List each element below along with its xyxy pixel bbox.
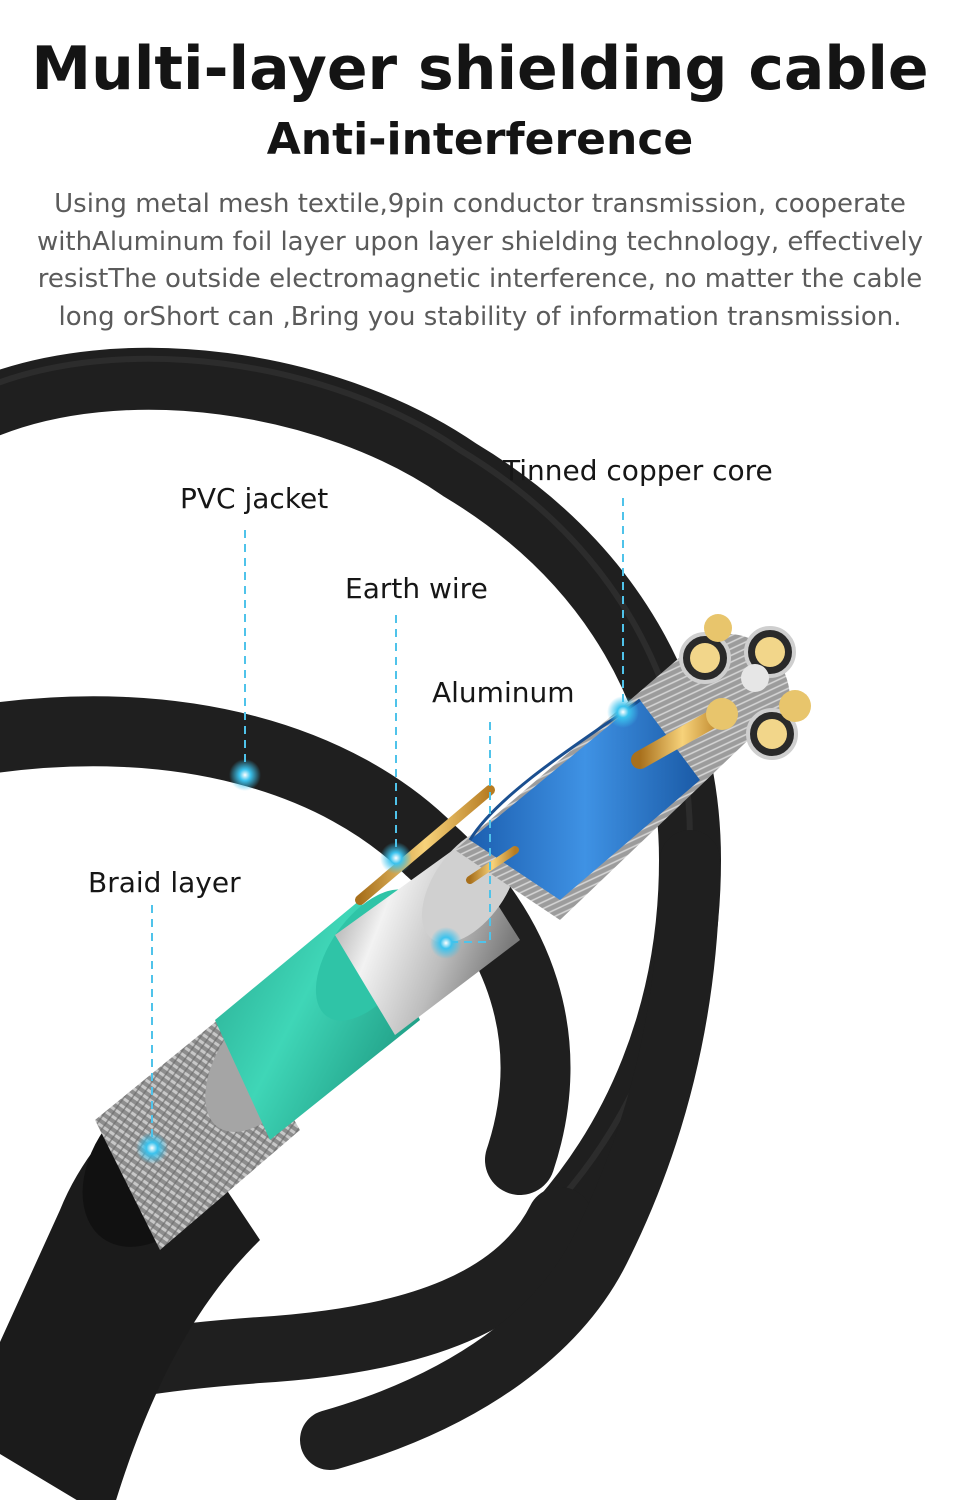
marker-dot (430, 927, 462, 959)
page-subtitle: Anti-interference (266, 114, 694, 165)
description-line: resistThe outside electromagnetic interf… (37, 264, 923, 294)
markers (136, 696, 639, 1164)
callout-braid-layer: Braid layer (88, 866, 241, 899)
marker-dot (380, 842, 412, 874)
description-line: Using metal mesh textile,9pin conductor … (54, 189, 906, 219)
callout-aluminum: Aluminum (432, 676, 575, 709)
marker-dot (229, 759, 261, 791)
callout-pvc-jacket: PVC jacket (180, 482, 329, 515)
marker-dot (607, 696, 639, 728)
callout-tinned-copper-core: Tinned copper core (503, 454, 773, 487)
earth-wire (355, 785, 519, 905)
description-line: withAluminum foil layer upon layer shiel… (36, 226, 924, 257)
tinned-copper-cores (631, 614, 811, 769)
marker-dot (136, 1132, 168, 1164)
callout-earth-wire: Earth wire (345, 572, 488, 605)
description: Using metal mesh textile,9pin conductor … (30, 186, 930, 336)
leader-lines (151, 498, 624, 1140)
core-ends (679, 614, 811, 760)
aluminum-leader (452, 722, 491, 943)
page-title: Multi-layer shielding cable (31, 34, 929, 104)
description-line: long orShort can ,Bring you stability of… (58, 301, 902, 332)
